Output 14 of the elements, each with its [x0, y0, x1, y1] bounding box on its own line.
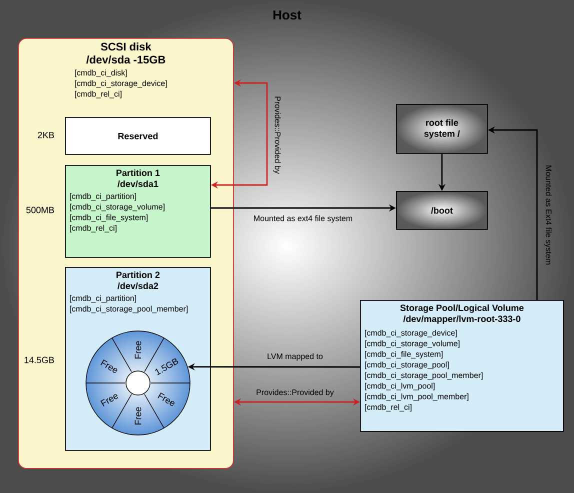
edge-label: Mounted as ext4 file system — [254, 215, 352, 223]
storage-pool-box: Storage Pool/Logical Volume /dev/mapper/lvm-root-333-0 [cmdb_ci_storage_device] [cmdb_ci_storage_volume] [cmdb_ci_file_system] [cmdb_ci_storage_pool] [cmdb_ci_storage_pool_member] [cmdb_ci_lvm_pool] [cmdb_ci_lvm_pool_member] [cmdb_rel_ci] — [360, 300, 564, 432]
partition-box: Partition 1 /dev/sda1 [cmdb_ci_partition] [cmdb_ci_storage_volume] [cmdb_ci_file_system] [cmdb_rel_ci] — [65, 165, 211, 258]
edge-label: Provides::Provided by — [256, 389, 334, 397]
size-label: 500MB — [26, 206, 54, 214]
edge-label: Mounted as Ext4 file system — [544, 166, 552, 264]
size-label: 14.5GB — [24, 356, 54, 364]
size-label: 2KB — [38, 132, 54, 138]
edge-label: LVM mapped to — [268, 353, 323, 361]
edge-label: Provides::Provided by — [273, 96, 281, 174]
partition-box: Reserved — [65, 117, 211, 155]
title: Host — [273, 10, 302, 20]
file-system-box: root file system / — [396, 104, 488, 154]
file-system-box: /boot — [396, 191, 488, 230]
